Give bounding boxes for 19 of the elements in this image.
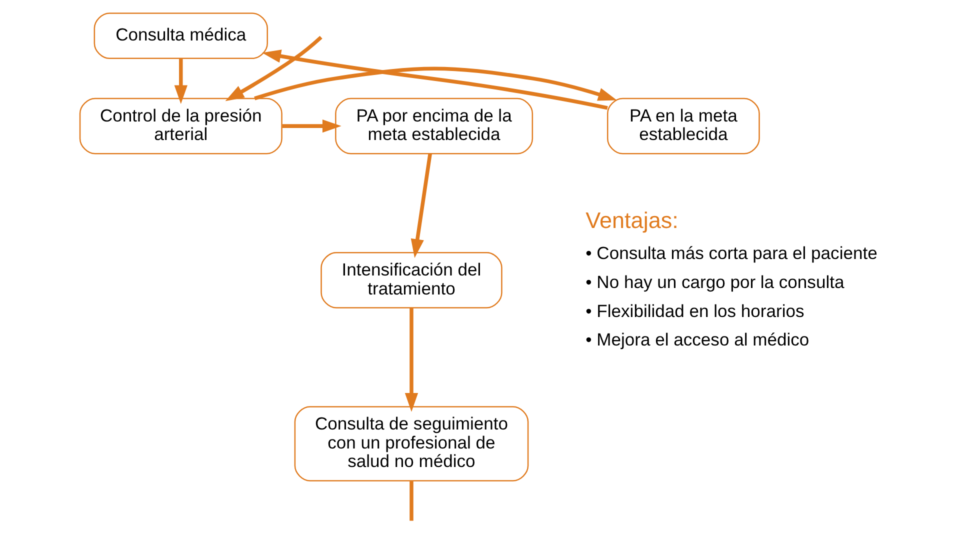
node-box: Control de la presión arterial [79,98,282,154]
arrow [254,66,617,101]
arrow [225,36,322,102]
node-box: Intensificación del tratamiento [320,252,502,308]
label: Ventajas: [586,208,678,234]
connector [410,481,414,521]
node-box: Consulta médica [94,12,268,60]
node-box: PA por encima de la meta establecida [335,98,534,154]
label: • Mejora el acceso al médico [586,330,810,350]
arrow [410,153,432,258]
arrow [404,308,418,412]
arrow [174,58,188,104]
arrow [262,50,608,110]
node-box: PA en la meta establecida [606,98,760,154]
arrow [282,119,342,133]
node-box: Consulta de seguimiento con un profesional de salud no médico [294,406,529,482]
label: • Consulta más corta para el paciente [586,243,878,264]
label: • Flexibilidad en los horarios [586,300,804,321]
label: • No hay un cargo por la consulta [586,272,844,292]
